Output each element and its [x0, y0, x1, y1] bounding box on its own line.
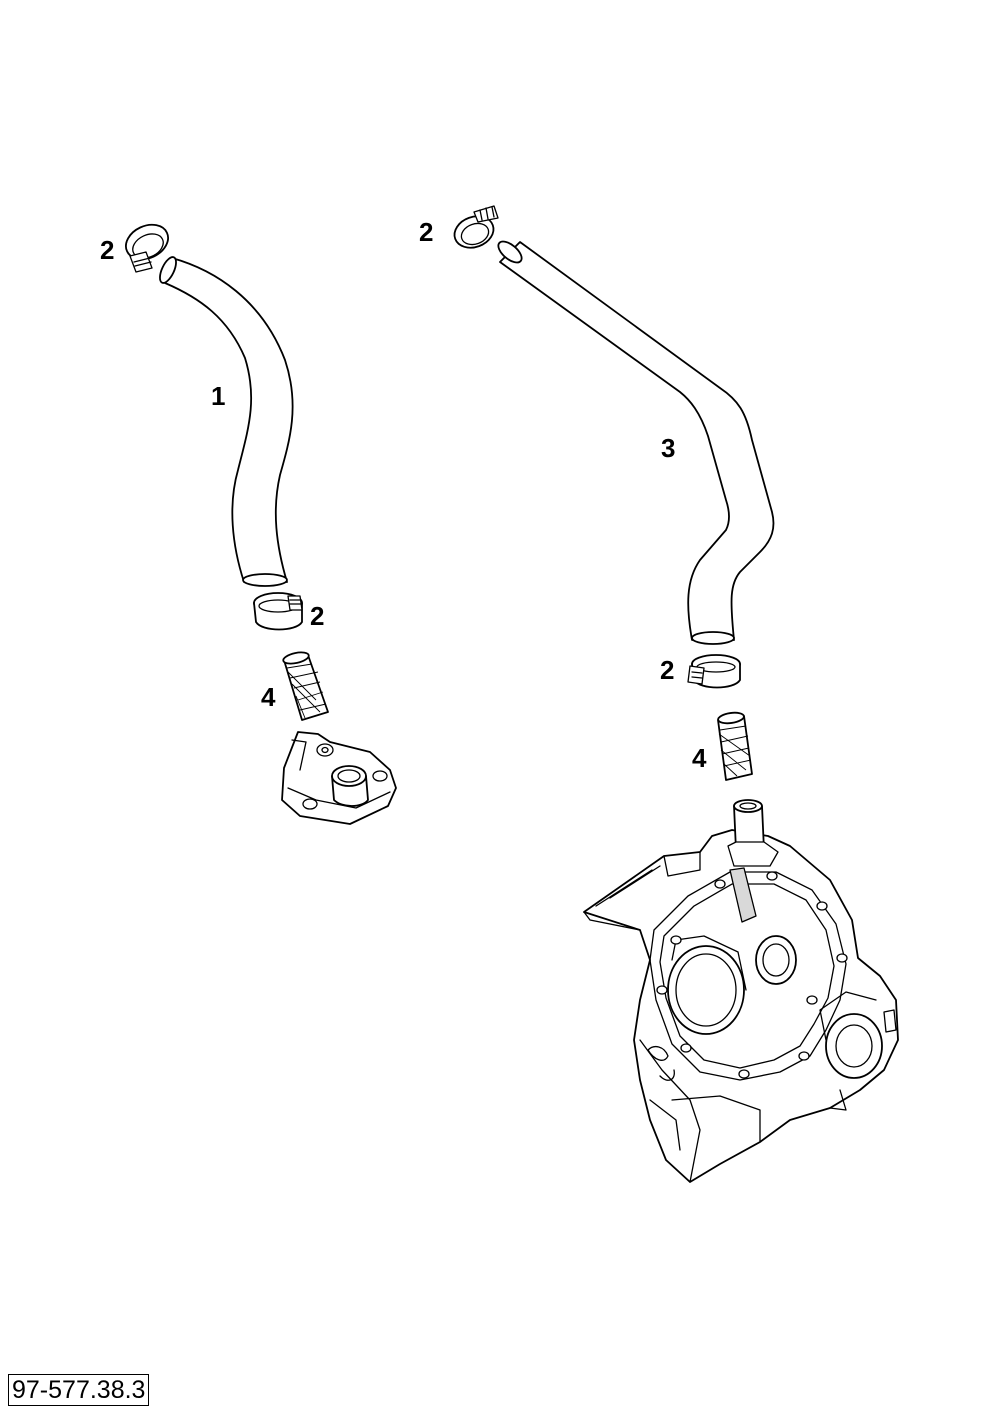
callout-sleeve-right: 4 — [692, 743, 707, 773]
hose-clamp-left-top — [125, 223, 169, 273]
engine-crankcase — [583, 799, 899, 1183]
hose-3 — [497, 240, 775, 645]
coolant-sleeve-right — [717, 711, 753, 781]
coolant-sleeve-left — [282, 651, 329, 721]
callout-sleeve-left: 4 — [261, 682, 276, 712]
bolt-holes — [656, 871, 848, 1079]
hose-1 — [159, 256, 294, 587]
hose-clamp-right-bottom — [687, 654, 741, 689]
callout-clamp-right-bottom: 2 — [660, 655, 675, 685]
hose-clamp-right-top — [453, 205, 499, 249]
water-pump-cover — [281, 731, 397, 825]
callout-hose-right: 3 — [661, 433, 676, 463]
hose-clamp-left-bottom — [253, 592, 303, 631]
drawing-number: 97-577.38.3 — [8, 1374, 150, 1406]
callout-clamp-right-top: 2 — [419, 217, 434, 247]
callout-clamp-left-bottom: 2 — [310, 601, 325, 631]
callout-hose-left: 1 — [211, 381, 226, 411]
callout-clamp-left-top: 2 — [100, 235, 115, 265]
